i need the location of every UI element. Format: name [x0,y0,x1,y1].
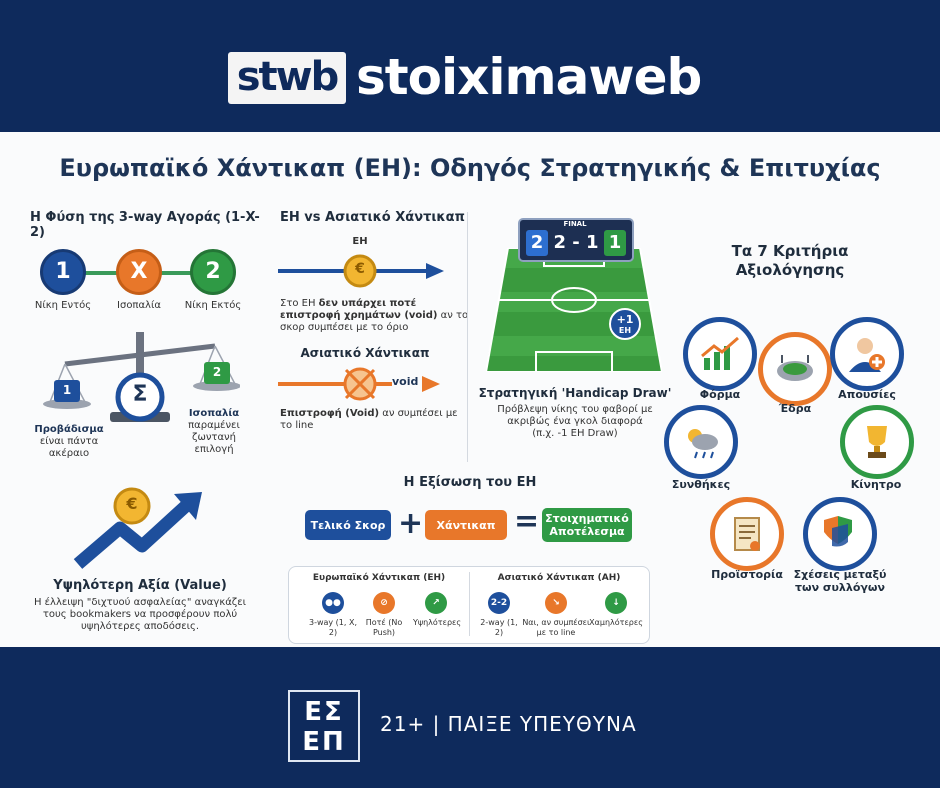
weather-icon [688,429,718,459]
right-caption: Ισοπαλία [188,408,240,419]
criterion-label-form: Φόρμα [699,388,741,401]
home-score: 2 [526,230,548,256]
right-caption-sub: παραμένει ζωντανή επιλογή [188,420,240,455]
criterion-label-motivation: Κίνητρο [850,478,902,491]
handicap-badge: +1 EH [609,308,641,340]
table-ah-heading: Ασιατικό Χάντικαπ (ΑΗ) [497,573,621,583]
table-eh-item-1: 3-way (1, X, 2) [308,618,358,637]
eh-text-c: αν το σκορ συμπέσει με το όριο [280,310,469,333]
market-heading: Η Φύση της 3-way Αγοράς (1-X-2) [30,210,260,240]
outcome-2-circle: 2 [190,249,236,295]
ah-text-b: αν συμπέσει με το line [280,408,458,431]
table-ah-item-3: Χαμηλότερες [589,618,643,627]
ah-text-a: Επιστροφή (Void) [280,408,380,419]
badge-sub: EH [618,326,632,335]
people-icon: ●● [322,592,344,614]
ah-arrow-icon [278,367,440,401]
ah-void-label: void [392,375,419,388]
strategy-text: Πρόβλεψη νίκης του φαβορί με ακριβώς ένα… [497,404,653,439]
outcome-1-circle: 1 [40,249,86,295]
table-eh-item-3: Υψηλότερες [412,618,462,627]
injured-player-icon [849,338,885,372]
score: 2 - 1 [553,232,599,253]
equation-result: Στοιχηματικό Αποτέλεσμα [542,508,632,542]
criterion-label-absences: Απουσίες [838,388,896,401]
left-caption: Προβάδισμα [34,424,104,435]
footer-band [0,647,940,788]
equation-term2: Χάντικαπ [425,510,507,540]
value-heading: Υψηλότερη Αξία (Value) [53,578,227,593]
scale-right-weight: 2 [212,365,222,379]
equation-term1: Τελικό Σκορ [305,510,391,540]
strategy-heading: Στρατηγική 'Handicap Draw' [478,386,672,400]
criterion-absences [830,317,904,391]
eh-label: ΕΗ [352,236,368,247]
eeep-logo-bottom: ΕΠ [302,727,346,757]
eh-coin: € [355,261,365,277]
stadium-icon [777,355,813,381]
shields-icon [824,516,852,547]
balance-scale-icon [43,332,240,422]
criterion-label-conditions: Συνθήκες [671,478,731,491]
away-score: 1 [604,230,626,256]
trend-up-icon: ↗ [425,592,447,614]
criterion-label-home: Έδρα [778,402,812,415]
arrow-down-icon: ↓ [605,592,627,614]
football-pitch-icon [486,248,662,372]
page-title: Ευρωπαϊκό Χάντικαπ (ΕΗ): Οδηγός Στρατηγι… [59,154,881,182]
outcome-x-label: Ισοπαλία [117,300,161,311]
eh-text-a: Στο ΕΗ [280,298,319,309]
table-eh-item-2: Ποτέ (No Push) [365,618,403,637]
equation-equals: = [514,504,540,539]
no-push-icon: ⊘ [373,592,395,614]
ah-badge-icon: 2-2 [488,592,510,614]
compare-heading: ΕΗ vs Ασιατικό Χάντικαπ [280,210,465,225]
trophy-icon [867,426,887,458]
scale-sigma: Σ [132,382,148,407]
criteria-heading: Τα 7 Κριτήρια Αξιολόγησης [731,242,849,279]
divider [467,212,468,462]
logo-mark[interactable]: stwb [228,52,346,104]
equation-heading: Η Εξίσωση του ΕΗ [403,475,537,490]
criterion-history [710,497,784,571]
equation-plus: + [398,506,424,541]
responsible-gaming-warning: 21+ | ΠΑΙΞΕ ΥΠΕΥΘΥΝΑ [380,712,637,736]
outcome-2-label: Νίκη Εκτός [184,300,242,311]
ah-text: Επιστροφή (Void) αν συμπέσει με το line [280,408,470,432]
badge-value: +1 [616,313,634,326]
scroll-icon [734,517,760,551]
criterion-label-relations: Σχέσεις μεταξύ των συλλόγων [793,568,887,594]
criterion-conditions [664,405,738,479]
header-band: stwb stoiximaweb [0,0,940,132]
eh-text: Στο ΕΗ δεν υπάρχει ποτέ επιστροφή χρημάτ… [280,298,470,334]
value-coin: € [126,494,138,513]
table-ah-item-1: 2-way (1, 2) [480,618,518,637]
logo-text[interactable]: stoiximaweb [356,48,702,106]
scale-left-weight: 1 [62,383,72,397]
criterion-home [758,332,832,406]
eeep-logo: ΕΣ ΕΠ [288,690,360,762]
criterion-label-history: Προϊστορία [711,568,783,581]
outcome-1-label: Νίκη Εντός [34,300,92,311]
criterion-relations [803,497,877,571]
value-arrow-icon [73,487,202,569]
trend-down-icon: ↘ [545,592,567,614]
scoreboard-label: FINAL [563,220,587,228]
ah-label: Ασιατικό Χάντικαπ [300,346,430,360]
eh-text-b: δεν υπάρχει ποτέ επιστροφή χρημάτων (voi… [280,298,438,321]
table-eh-heading: Ευρωπαϊκό Χάντικαπ (ΕΗ) [312,573,446,583]
eeep-logo-top: ΕΣ [304,697,344,727]
chart-icon [701,336,739,370]
criterion-motivation [840,405,914,479]
eh-arrow-icon [278,254,444,288]
value-text: Η έλλειψη "διχτυού ασφαλείας" αναγκάζει … [33,597,247,632]
outcome-x-circle: X [116,249,162,295]
table-ah-item-2: Ναι, αν συμπέσει με το line [522,618,590,637]
infographic: Ευρωπαϊκό Χάντικαπ (ΕΗ): Οδηγός Στρατηγι… [0,132,940,647]
left-caption-sub: είναι πάντα ακέραιο [39,436,99,459]
criterion-form [683,317,757,391]
table-divider [469,572,470,636]
